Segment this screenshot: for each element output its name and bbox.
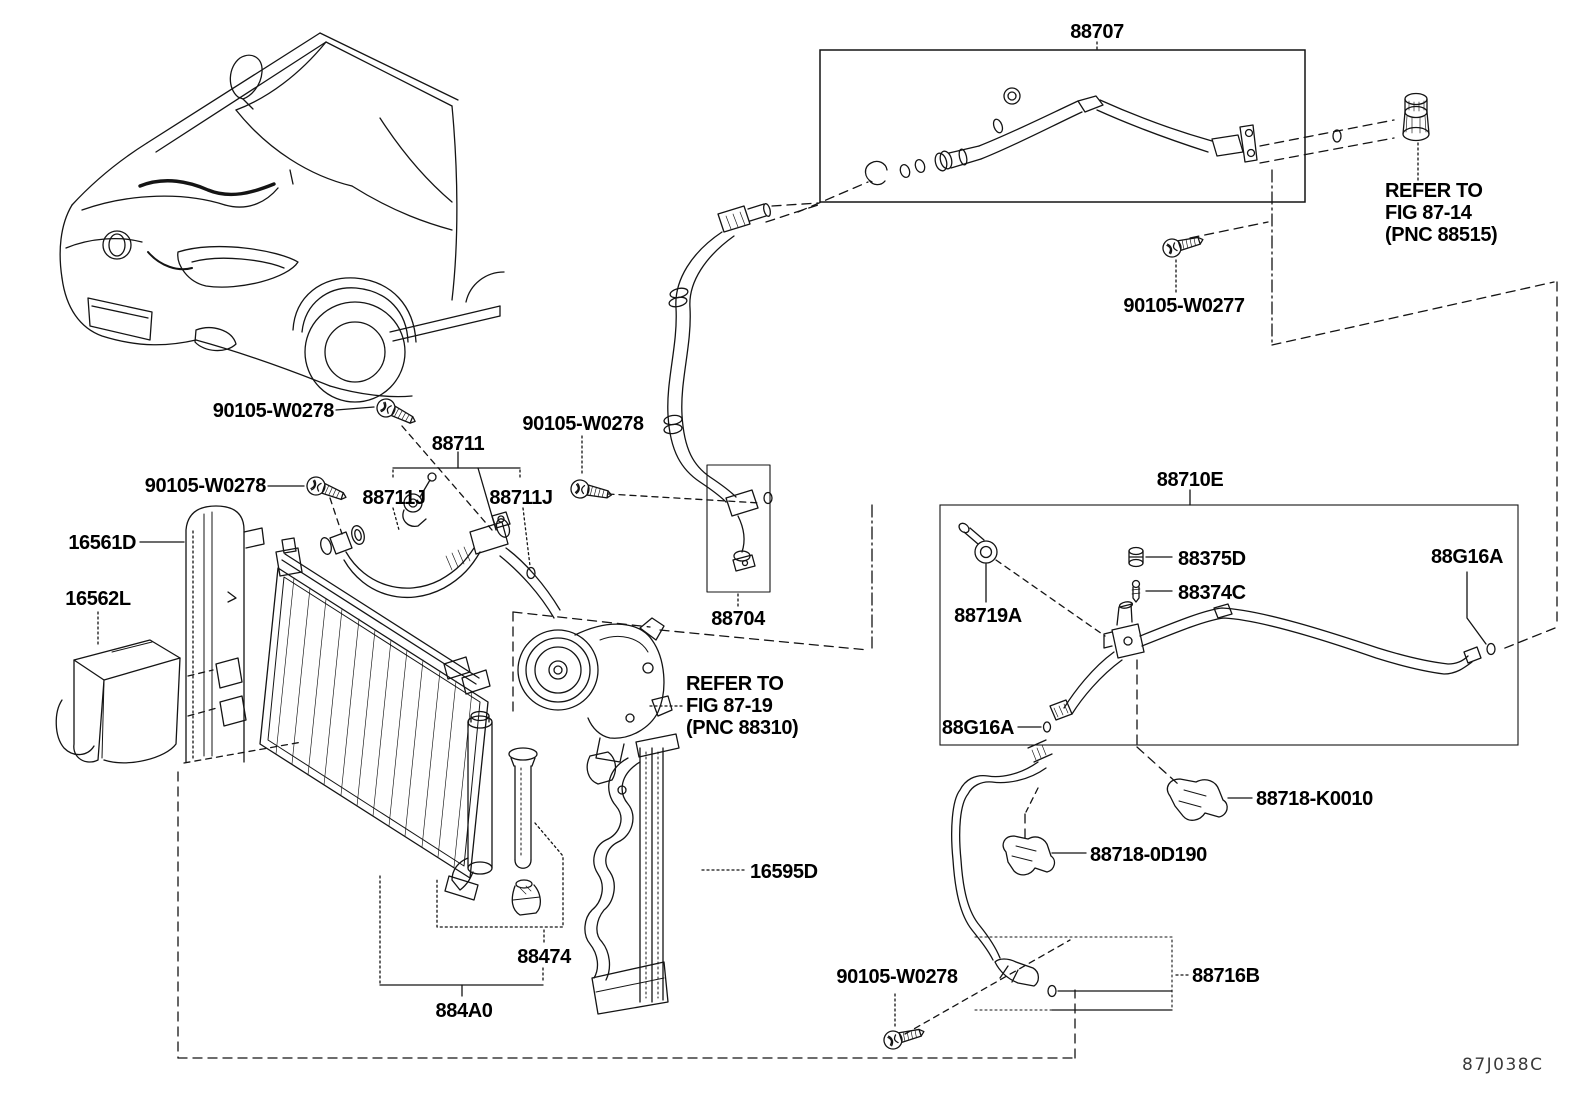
- discharge-pipe-assembly-88707: [765, 49, 1395, 223]
- refer-note-fig-87-14: REFER TO FIG 87-14 (PNC 88515): [1385, 180, 1498, 246]
- part-label-88710E: 88710E: [1157, 469, 1224, 491]
- part-label-88718-K0010: 88718-K0010: [1256, 788, 1373, 810]
- screw-90105-W0277-icon: [1160, 228, 1206, 293]
- assembly-box-88707: [819, 49, 1306, 203]
- o-ring-icon: [526, 566, 536, 580]
- part-label-90105-W0278: 90105-W0278: [522, 413, 644, 435]
- charge-valve-icon: [1103, 601, 1145, 659]
- part-label-88707: 88707: [1070, 21, 1124, 43]
- part-label-16562L: 16562L: [65, 588, 131, 610]
- plug-icon: [515, 879, 533, 889]
- part-label-88375D: 88375D: [1178, 548, 1246, 570]
- refer-note-line: FIG 87-19: [686, 695, 773, 717]
- discharge-hose-88711: [320, 451, 561, 619]
- nut-icon: [1003, 87, 1021, 105]
- part-label-88711J: 88711J: [489, 487, 552, 509]
- o-ring-icon: [899, 164, 911, 178]
- part-label-884A0: 884A0: [436, 1000, 493, 1022]
- air-duct-16562L: [55, 639, 181, 764]
- condenser-884A0: [187, 537, 493, 901]
- pipe-clamp-icon: [864, 160, 888, 186]
- o-ring-icon: [914, 159, 926, 173]
- pipe-clamp-88718-K0010-icon: [1136, 746, 1253, 821]
- suction-hose-88704: [659, 202, 873, 651]
- part-number-labels: 88707 90105-W0277 90105-W0278 88711 8871…: [65, 21, 1503, 1022]
- part-label-88716B: 88716B: [1192, 965, 1260, 987]
- screw-88374C-icon: [1131, 579, 1173, 603]
- callout-box-88704: [706, 464, 771, 593]
- part-label-16561D: 16561D: [68, 532, 136, 554]
- part-label-88711: 88711: [432, 433, 485, 455]
- pressure-sensor-88719A-icon: [958, 522, 1106, 637]
- part-label-90105-W0277: 90105-W0277: [1123, 295, 1245, 317]
- desiccant-bag-and-plug-88474: [379, 747, 564, 997]
- refer-note-line: (PNC 88515): [1385, 224, 1497, 246]
- liquid-pipe-88716B: [904, 739, 1189, 1035]
- assembly-box-88710E: [939, 504, 1519, 746]
- part-label-88711J: 88711J: [362, 487, 425, 509]
- refer-note-line: REFER TO: [1385, 180, 1483, 202]
- service-valve-88515-icon: [1402, 92, 1430, 182]
- refer-note-line: FIG 87-14: [1385, 202, 1473, 224]
- reference-dashed-lines-right: [1189, 169, 1558, 651]
- part-label-90105-W0278: 90105-W0278: [836, 966, 958, 988]
- part-label-88474: 88474: [517, 946, 572, 968]
- condenser-fins: [275, 577, 473, 868]
- part-label-90105-W0278: 90105-W0278: [145, 475, 267, 497]
- car-illustration: [59, 32, 505, 403]
- o-ring-icon: [1047, 984, 1057, 998]
- grommet-88375D-icon: [1128, 546, 1173, 568]
- part-label-88G16A: 88G16A: [1431, 546, 1503, 568]
- refer-note-fig-87-19: REFER TO FIG 87-19 (PNC 88310): [686, 673, 799, 739]
- o-ring-icon: [763, 491, 773, 505]
- part-label-90105-W0278: 90105-W0278: [213, 400, 335, 422]
- part-label-88719A: 88719A: [954, 605, 1022, 627]
- pipe-clamp-88718-0D190-icon: [1002, 787, 1087, 876]
- compressor-88310-icon: [512, 611, 683, 785]
- o-ring-icon: [1486, 642, 1496, 656]
- part-label-88704: 88704: [711, 608, 766, 630]
- liquid-pipe-assembly-88710E: [939, 489, 1519, 746]
- part-label-88374C: 88374C: [1178, 582, 1246, 604]
- screw-90105-W0278-bottom-icon: [881, 991, 927, 1052]
- bracket-16561D: [185, 505, 265, 763]
- part-label-88G16A: 88G16A: [942, 717, 1014, 739]
- fan-shroud-16595D: [584, 733, 747, 1015]
- o-ring-icon: [1042, 721, 1052, 733]
- refer-note-line: REFER TO: [686, 673, 784, 695]
- part-label-16595D: 16595D: [750, 861, 818, 883]
- drawing-code: 87J038C: [1462, 1055, 1543, 1075]
- part-label-88718-0D190: 88718-0D190: [1090, 844, 1207, 866]
- reference-dashed-lines-bottom: [177, 741, 1076, 1059]
- screw-90105-W0278-icons: [267, 395, 761, 535]
- refer-note-line: (PNC 88310): [686, 717, 798, 739]
- receiver-drier: [444, 710, 493, 901]
